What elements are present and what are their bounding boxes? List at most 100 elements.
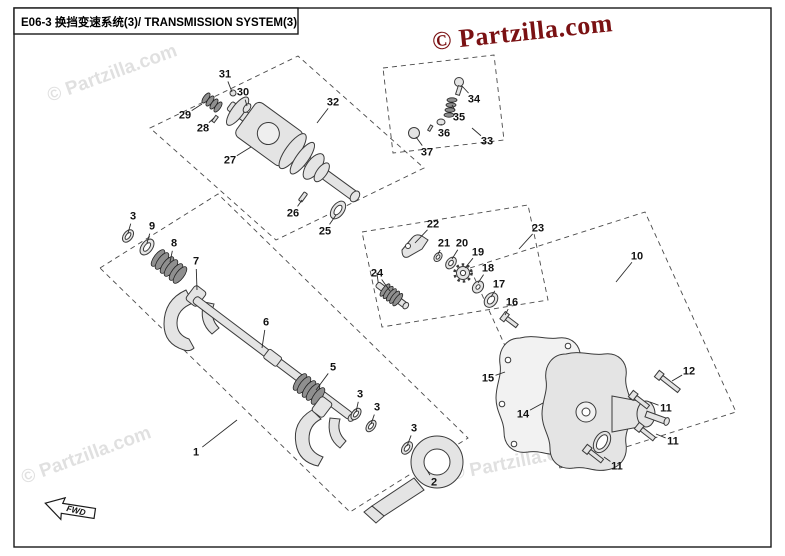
- washer-9: [139, 238, 155, 256]
- leader-line-3: [355, 401, 359, 413]
- leader-line-2: [426, 469, 431, 476]
- leader-line-32: [316, 108, 329, 124]
- leader-line-9: [146, 233, 151, 244]
- washer-25: [329, 200, 347, 220]
- part-number-27: 27: [224, 155, 236, 167]
- collar-20: [445, 256, 457, 270]
- leader-line-21: [437, 249, 441, 255]
- shift-spindle-assembly: [201, 89, 361, 220]
- part-number-11: 11: [660, 403, 672, 415]
- page-title: E06-3 换挡变速系统(3)/ TRANSMISSION SYSTEM(3): [21, 15, 297, 29]
- leader-line-8: [169, 250, 173, 263]
- part-number-32: 32: [327, 97, 339, 109]
- part-number-7: 7: [193, 256, 199, 268]
- ring-17: [483, 292, 499, 308]
- part-number-22: 22: [427, 219, 439, 231]
- part-number-10: 10: [631, 251, 643, 263]
- part-number-11: 11: [667, 436, 679, 448]
- leader-line-12: [671, 374, 683, 382]
- part-number-15: 15: [482, 373, 494, 385]
- cover-assembly: [495, 336, 681, 471]
- leader-line-15: [495, 371, 506, 376]
- part-number-6: 6: [263, 317, 269, 329]
- part-number-23: 23: [532, 223, 544, 235]
- part-number-25: 25: [319, 226, 331, 238]
- leader-line-29: [191, 103, 203, 112]
- leader-line-22: [414, 229, 428, 244]
- part-number-3: 3: [411, 423, 417, 435]
- leader-line-31: [227, 81, 233, 93]
- part-number-1: 1: [193, 447, 199, 459]
- part-number-26: 26: [287, 208, 299, 220]
- leader-line-19: [464, 257, 474, 269]
- spring-29: [201, 92, 223, 113]
- part-number-17: 17: [493, 279, 505, 291]
- spring-35: [443, 97, 458, 118]
- group-box-stopper: [361, 204, 549, 328]
- leader-line-1: [202, 419, 238, 448]
- leader-line-17: [490, 290, 496, 298]
- ring-3: [121, 229, 135, 243]
- leader-line-6: [261, 329, 266, 349]
- part-number-36: 36: [438, 128, 450, 140]
- disc-18: [471, 280, 485, 294]
- leader-line-33: [471, 127, 482, 137]
- part-number-5: 5: [330, 362, 336, 374]
- part-number-18: 18: [482, 263, 494, 275]
- group-box-shift-spindle: [149, 55, 425, 241]
- title-box: [13, 7, 299, 35]
- group-box-fork-shaft: [99, 193, 469, 513]
- leader-line-23: [518, 233, 533, 250]
- leader-line-11: [649, 401, 659, 406]
- leader-line-25: [329, 214, 337, 225]
- washer-21: [433, 251, 443, 263]
- part-number-35: 35: [453, 112, 465, 124]
- leader-line-20: [451, 249, 459, 260]
- ring-3b: [350, 407, 362, 421]
- group-box-detent: [382, 54, 505, 154]
- spindle-spring-24: [375, 272, 410, 310]
- leader-line-35: [451, 104, 456, 111]
- leader-line-16: [504, 308, 509, 316]
- bolt-11a: [627, 389, 651, 410]
- ratchet-19: [453, 263, 473, 283]
- leader-line-30: [244, 99, 248, 107]
- stopper-assembly: [375, 234, 519, 329]
- leader-line-18: [477, 274, 484, 284]
- part-number-14: 14: [517, 409, 530, 421]
- part-number-3: 3: [357, 389, 363, 401]
- leader-line-3: [406, 435, 412, 447]
- ring-3d: [400, 441, 414, 455]
- leader-line-28: [208, 117, 215, 123]
- leader-line-34: [461, 85, 469, 94]
- leader-line-27: [236, 146, 252, 157]
- leader-line-7: [195, 268, 198, 291]
- diagram-border: [13, 7, 772, 548]
- part-number-3: 3: [374, 402, 380, 414]
- part-number-19: 19: [472, 247, 484, 259]
- part-number-8: 8: [171, 238, 177, 250]
- part-number-21: 21: [438, 238, 450, 250]
- bolt-11c: [581, 443, 605, 464]
- bolt-31: [229, 89, 237, 97]
- seal-ring: [592, 430, 612, 454]
- fwd-arrow: FWD: [44, 496, 97, 521]
- leader-line-3: [370, 414, 375, 425]
- screw-34-stem: [454, 84, 463, 97]
- part-number-3: 3: [130, 211, 136, 223]
- screw-34: [454, 77, 464, 87]
- leader-line-3: [127, 223, 132, 234]
- bolt-16: [499, 310, 519, 329]
- part-number-2: 2: [431, 477, 437, 489]
- leader-line-26: [297, 199, 303, 207]
- part-number-37: 37: [421, 147, 433, 159]
- lever-22: [401, 234, 429, 258]
- leader-line-5: [315, 373, 329, 391]
- part-number-31: 31: [219, 69, 231, 81]
- part-number-29: 29: [179, 110, 191, 122]
- leader-line-37: [415, 136, 423, 146]
- leader-line-24: [381, 279, 391, 292]
- part-number-16: 16: [506, 297, 518, 309]
- ring-3c: [365, 419, 377, 433]
